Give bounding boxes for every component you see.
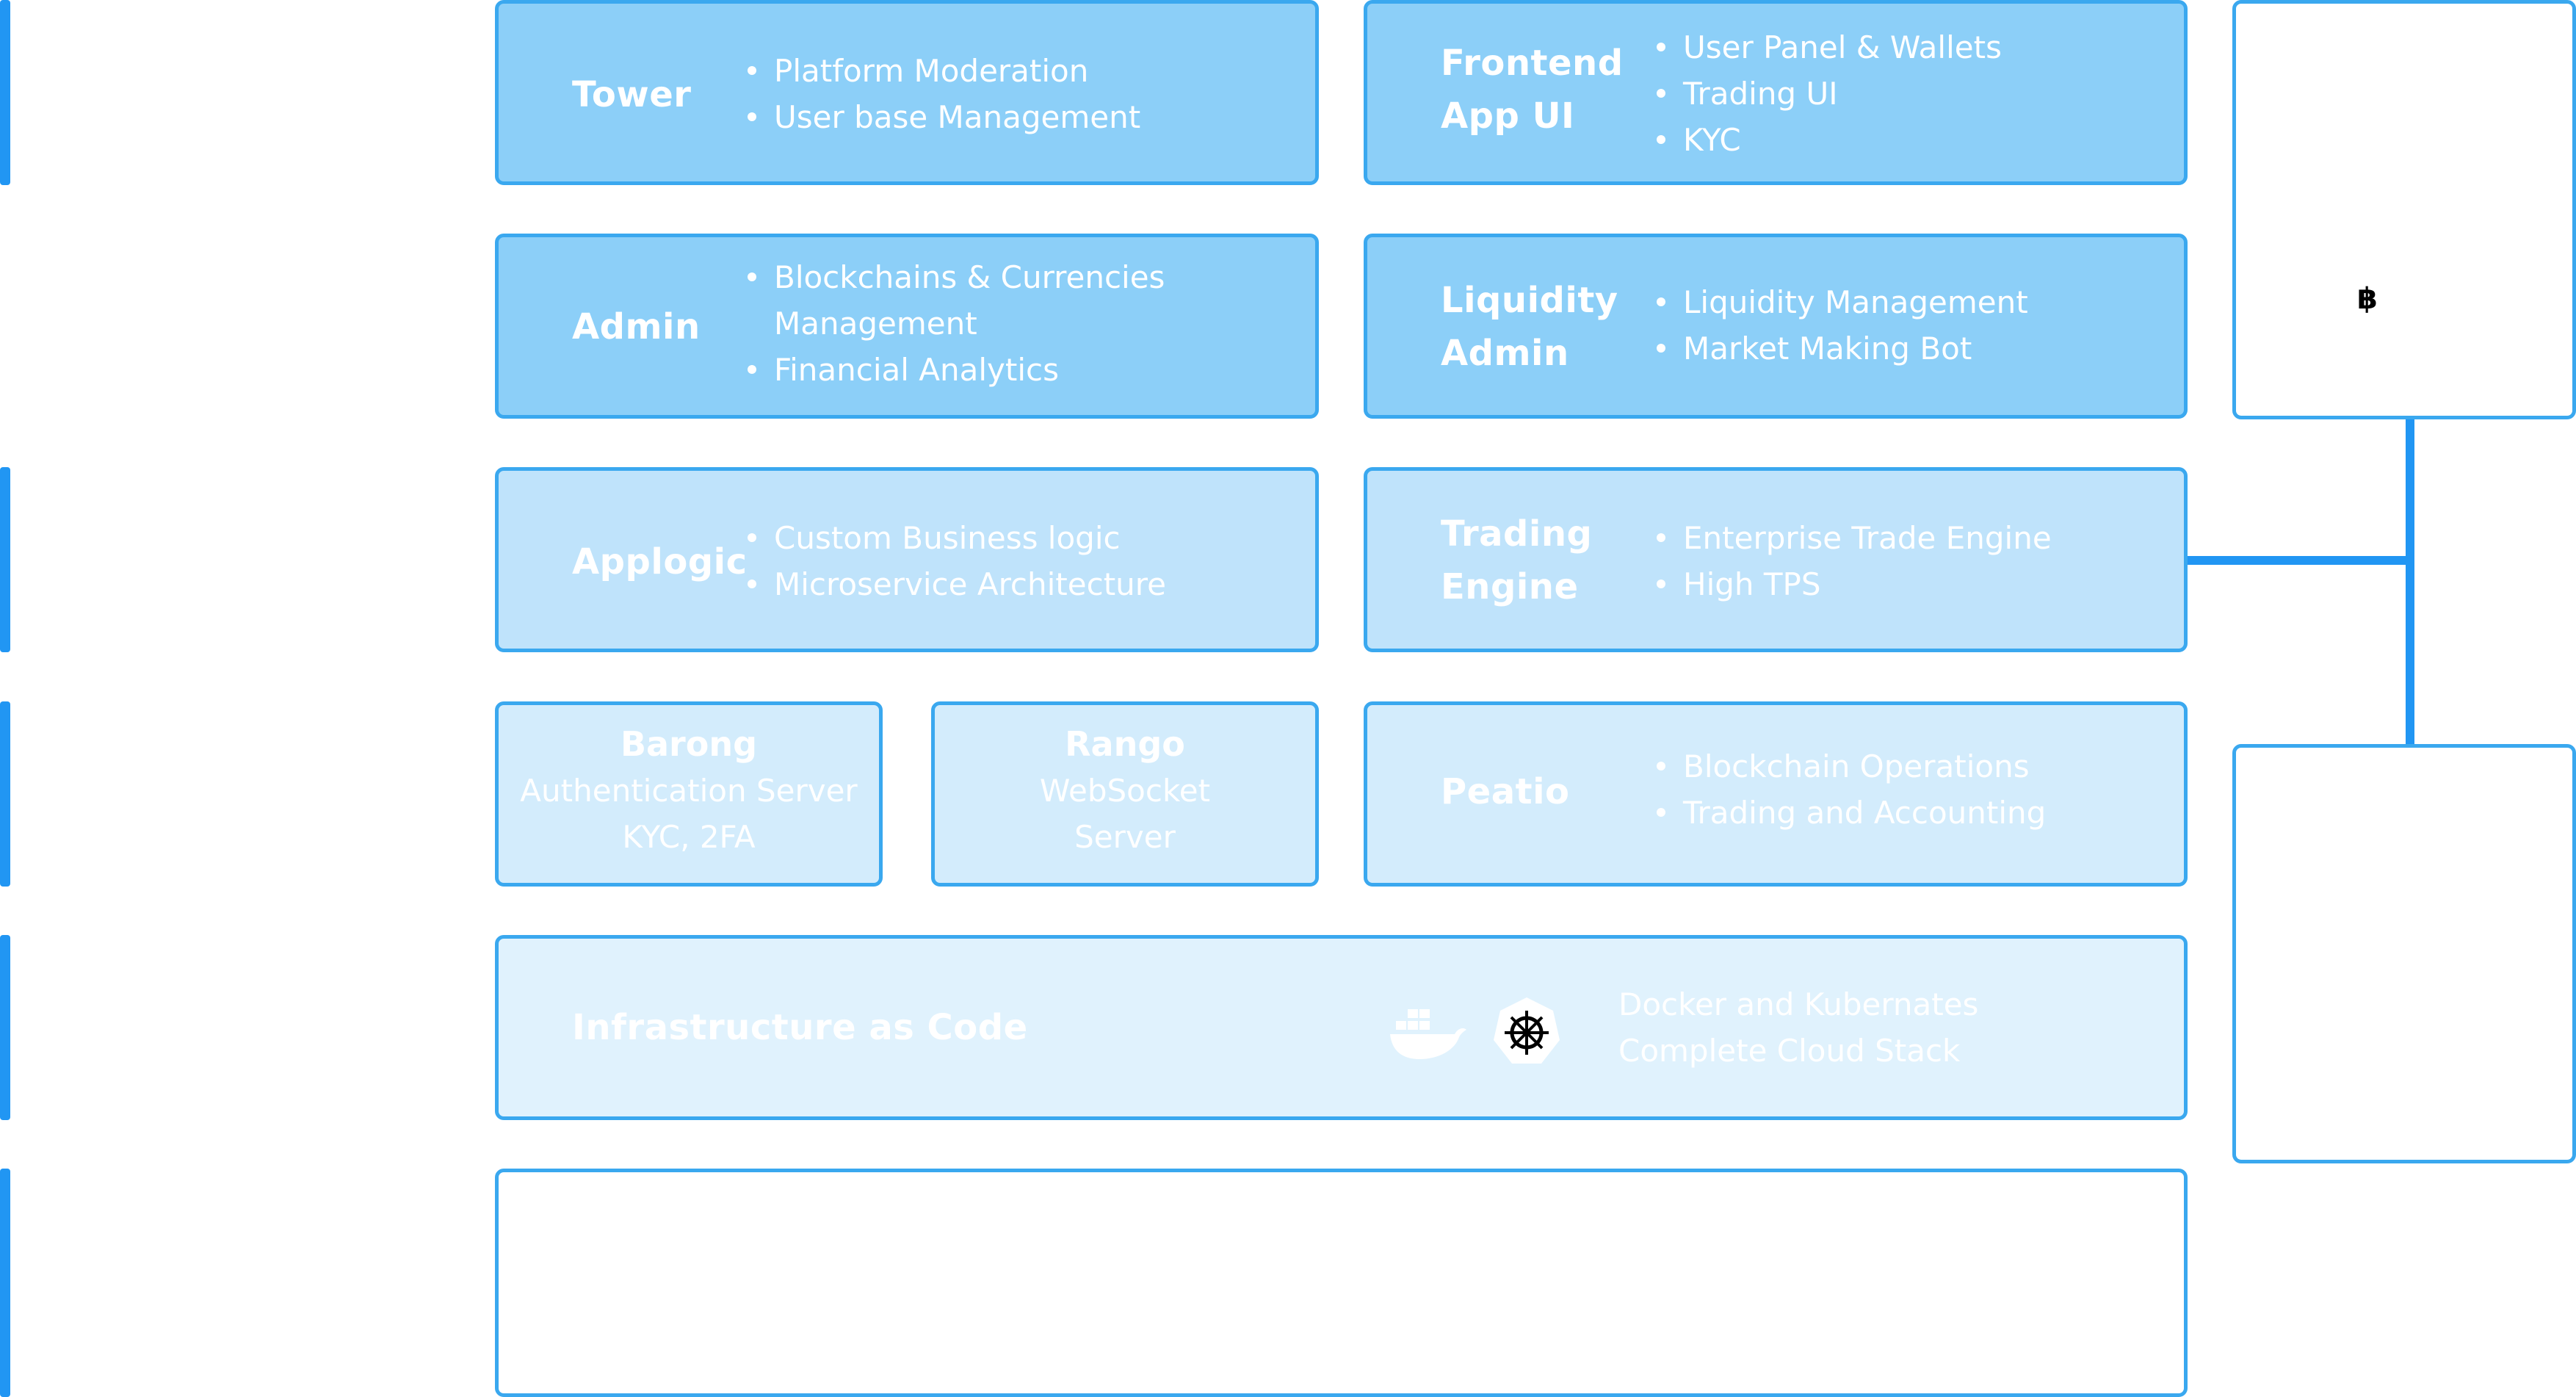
cloud-providers-box bbox=[495, 1169, 2188, 1397]
frontend-title: Frontend App UI bbox=[1441, 37, 1624, 142]
admin-box: Admin Blockchains & Currencies Managemen… bbox=[495, 234, 1319, 419]
rango-line2: Server bbox=[1074, 819, 1176, 855]
peatio-title: Peatio bbox=[1441, 771, 1570, 812]
peatio-box: Peatio Blockchain Operations Trading and… bbox=[1364, 701, 2188, 887]
layer-bar-core bbox=[0, 701, 10, 887]
admin-list: Blockchains & Currencies Management Fina… bbox=[745, 254, 1165, 393]
list-item: Microservice Architecture bbox=[745, 561, 1166, 607]
tower-title: Tower bbox=[572, 74, 692, 115]
infrastructure-title: Infrastructure as Code bbox=[572, 1007, 1028, 1048]
blockchain-box: ฿ bbox=[2232, 0, 2576, 419]
list-item: User base Management bbox=[745, 94, 1140, 140]
list-item: Market Making Bot bbox=[1654, 325, 2028, 372]
liquidity-admin-box: Liquidity Admin Liquidity Management Mar… bbox=[1364, 234, 2188, 419]
docker-icon bbox=[1387, 997, 1468, 1064]
bitcoin-icon: ฿ bbox=[2357, 282, 2378, 316]
applogic-title: Applogic bbox=[572, 541, 748, 582]
admin-title: Admin bbox=[572, 306, 701, 347]
barong-content: Barong Authentication Server KYC, 2FA bbox=[499, 721, 879, 860]
list-item: User Panel & Wallets bbox=[1654, 24, 2002, 71]
rango-box: Rango WebSocket Server bbox=[931, 701, 1319, 887]
layer-bar-infrastructure bbox=[0, 935, 10, 1120]
list-item-continuation: Management bbox=[774, 306, 977, 342]
frontend-box: Frontend App UI User Panel & Wallets Tra… bbox=[1364, 0, 2188, 185]
list-item: Platform Moderation bbox=[745, 48, 1140, 94]
list-item: Blockchains & Currencies bbox=[745, 254, 1165, 300]
rango-content: Rango WebSocket Server bbox=[935, 721, 1315, 860]
list-item: Liquidity Management bbox=[1654, 279, 2028, 325]
infrastructure-box: Infrastructure as Code bbox=[495, 935, 2188, 1120]
applogic-box: Applogic Custom Business logic Microserv… bbox=[495, 467, 1319, 652]
frontend-title-line1: Frontend bbox=[1441, 43, 1624, 84]
list-item: Financial Analytics bbox=[745, 347, 1165, 393]
list-item: Trading UI bbox=[1654, 71, 2002, 117]
liquidity-title-line2: Admin bbox=[1441, 333, 1569, 374]
frontend-title-line2: App UI bbox=[1441, 95, 1575, 137]
barong-line2: KYC, 2FA bbox=[622, 819, 756, 855]
barong-title: Barong bbox=[620, 724, 758, 764]
layer-bar-logic bbox=[0, 467, 10, 652]
connector-vertical bbox=[2406, 419, 2414, 744]
list-item: KYC bbox=[1654, 117, 2002, 163]
list-item: High TPS bbox=[1654, 561, 2052, 607]
barong-line1: Authentication Server bbox=[520, 773, 858, 809]
trading-title-line2: Engine bbox=[1441, 566, 1579, 607]
list-item: Custom Business logic bbox=[745, 515, 1166, 561]
kubernetes-icon bbox=[1491, 996, 1562, 1066]
tower-list: Platform Moderation User base Management bbox=[745, 48, 1140, 140]
list-item: Blockchain Operations bbox=[1654, 743, 2046, 790]
list-item: Enterprise Trade Engine bbox=[1654, 515, 2052, 561]
trading-engine-box: Trading Engine Enterprise Trade Engine H… bbox=[1364, 467, 2188, 652]
trading-list: Enterprise Trade Engine High TPS bbox=[1654, 515, 2052, 607]
rango-line1: WebSocket bbox=[1039, 773, 1211, 809]
liquidity-title-line1: Liquidity bbox=[1441, 280, 1618, 321]
trading-title: Trading Engine bbox=[1441, 508, 1592, 613]
layer-bar-cloud bbox=[0, 1169, 10, 1397]
applogic-list: Custom Business logic Microservice Archi… bbox=[745, 515, 1166, 607]
liquidity-list: Liquidity Management Market Making Bot bbox=[1654, 279, 2028, 372]
infrastructure-line1: Docker and Kubernates bbox=[1618, 986, 1979, 1022]
tower-box: Tower Platform Moderation User base Mana… bbox=[495, 0, 1319, 185]
trading-title-line1: Trading bbox=[1441, 513, 1593, 555]
infrastructure-desc: Docker and Kubernates Complete Cloud Sta… bbox=[1618, 981, 1978, 1074]
liquidity-sources-box bbox=[2232, 744, 2576, 1163]
connector-horizontal bbox=[2188, 556, 2414, 565]
peatio-list: Blockchain Operations Trading and Accoun… bbox=[1654, 743, 2046, 836]
barong-box: Barong Authentication Server KYC, 2FA bbox=[495, 701, 883, 887]
list-item: Trading and Accounting bbox=[1654, 790, 2046, 836]
layer-bar-presentation bbox=[0, 0, 10, 185]
liquidity-title: Liquidity Admin bbox=[1441, 274, 1618, 380]
infrastructure-line2: Complete Cloud Stack bbox=[1618, 1033, 1961, 1069]
rango-title: Rango bbox=[1065, 724, 1185, 764]
frontend-list: User Panel & Wallets Trading UI KYC bbox=[1654, 24, 2002, 163]
